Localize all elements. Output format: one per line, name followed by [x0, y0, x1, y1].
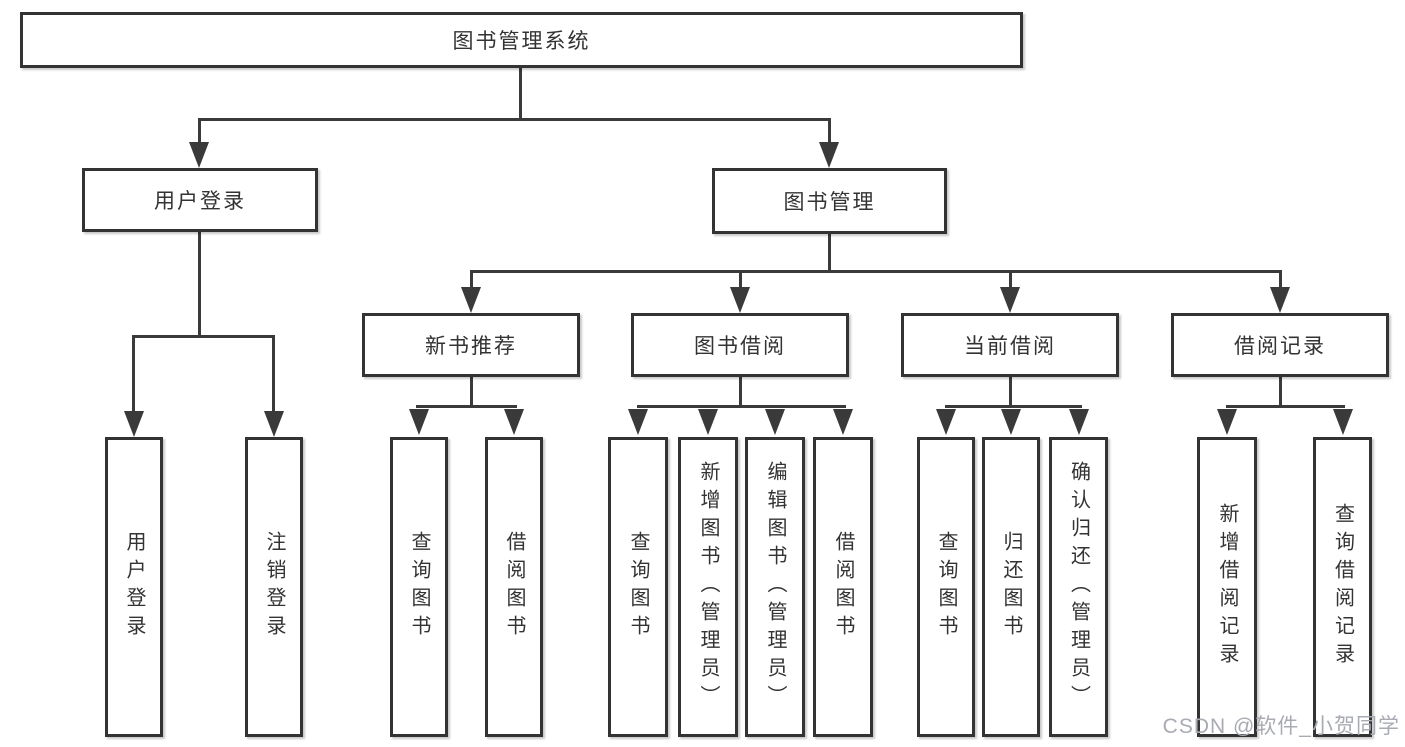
node-library-system: 图书管理系统: [20, 12, 1023, 68]
connector-line: [132, 335, 275, 338]
node-book-management: 图书管理: [712, 168, 947, 234]
connector-line: [198, 118, 201, 146]
node-new-book-recommend: 新书推荐: [362, 313, 580, 377]
connector-line: [132, 335, 135, 413]
node-book-borrow: 图书借阅: [631, 313, 849, 377]
connector-line: [272, 335, 275, 413]
arrow-down-icon: [833, 409, 853, 435]
arrow-down-icon: [264, 411, 284, 437]
arrow-down-icon: [1000, 287, 1020, 313]
connector-line: [1226, 405, 1345, 408]
leaf-add-books-admin: 新增图书（管理员）: [678, 437, 738, 737]
node-borrow-records: 借阅记录: [1171, 313, 1389, 377]
arrow-down-icon: [409, 409, 429, 435]
leaf-edit-books-admin: 编辑图书（管理员）: [745, 437, 805, 737]
connector-line: [519, 68, 522, 121]
connector-line: [1009, 377, 1012, 408]
leaf-query-borrow-record: 查询借阅记录: [1313, 437, 1372, 737]
connector-line: [739, 377, 742, 408]
arrow-down-icon: [189, 142, 209, 168]
connector-line: [198, 232, 201, 336]
arrow-down-icon: [1217, 409, 1237, 435]
arrow-down-icon: [628, 409, 648, 435]
leaf-add-borrow-record: 新增借阅记录: [1197, 437, 1257, 737]
leaf-borrow-books-recommend: 借阅图书: [485, 437, 543, 737]
connector-line: [828, 118, 831, 146]
node-current-borrow: 当前借阅: [901, 313, 1119, 377]
arrow-down-icon: [698, 409, 718, 435]
arrow-down-icon: [765, 409, 785, 435]
connector-line: [470, 270, 473, 289]
arrow-down-icon: [461, 287, 481, 313]
arrow-down-icon: [124, 411, 144, 437]
arrow-down-icon: [730, 287, 750, 313]
leaf-query-books-recommend: 查询图书: [390, 437, 448, 737]
connector-line: [1279, 270, 1282, 289]
arrow-down-icon: [819, 142, 839, 168]
leaf-query-books-borrow: 查询图书: [608, 437, 668, 737]
arrow-down-icon: [1069, 409, 1089, 435]
arrow-down-icon: [1270, 287, 1290, 313]
arrow-down-icon: [1333, 409, 1353, 435]
arrow-down-icon: [1001, 409, 1021, 435]
connector-line: [470, 377, 473, 408]
leaf-logout: 注销登录: [245, 437, 303, 737]
connector-line: [470, 270, 1282, 273]
watermark: CSDN @软件_小贺同学: [1162, 715, 1400, 738]
leaf-borrow-books: 借阅图书: [813, 437, 873, 737]
leaf-query-books-current: 查询图书: [917, 437, 975, 737]
leaf-return-books: 归还图书: [982, 437, 1040, 737]
connector-line: [198, 118, 831, 121]
connector-line: [637, 405, 846, 408]
connector-line: [739, 270, 742, 289]
leaf-confirm-return-admin: 确认归还（管理员）: [1049, 437, 1108, 737]
connector-line: [828, 234, 831, 272]
arrow-down-icon: [504, 409, 524, 435]
connector-line: [1279, 377, 1282, 408]
connector-line: [945, 405, 1082, 408]
leaf-user-login: 用户登录: [105, 437, 163, 737]
connector-line: [416, 405, 517, 408]
connector-line: [1009, 270, 1012, 289]
node-user-login: 用户登录: [82, 168, 318, 232]
arrow-down-icon: [936, 409, 956, 435]
